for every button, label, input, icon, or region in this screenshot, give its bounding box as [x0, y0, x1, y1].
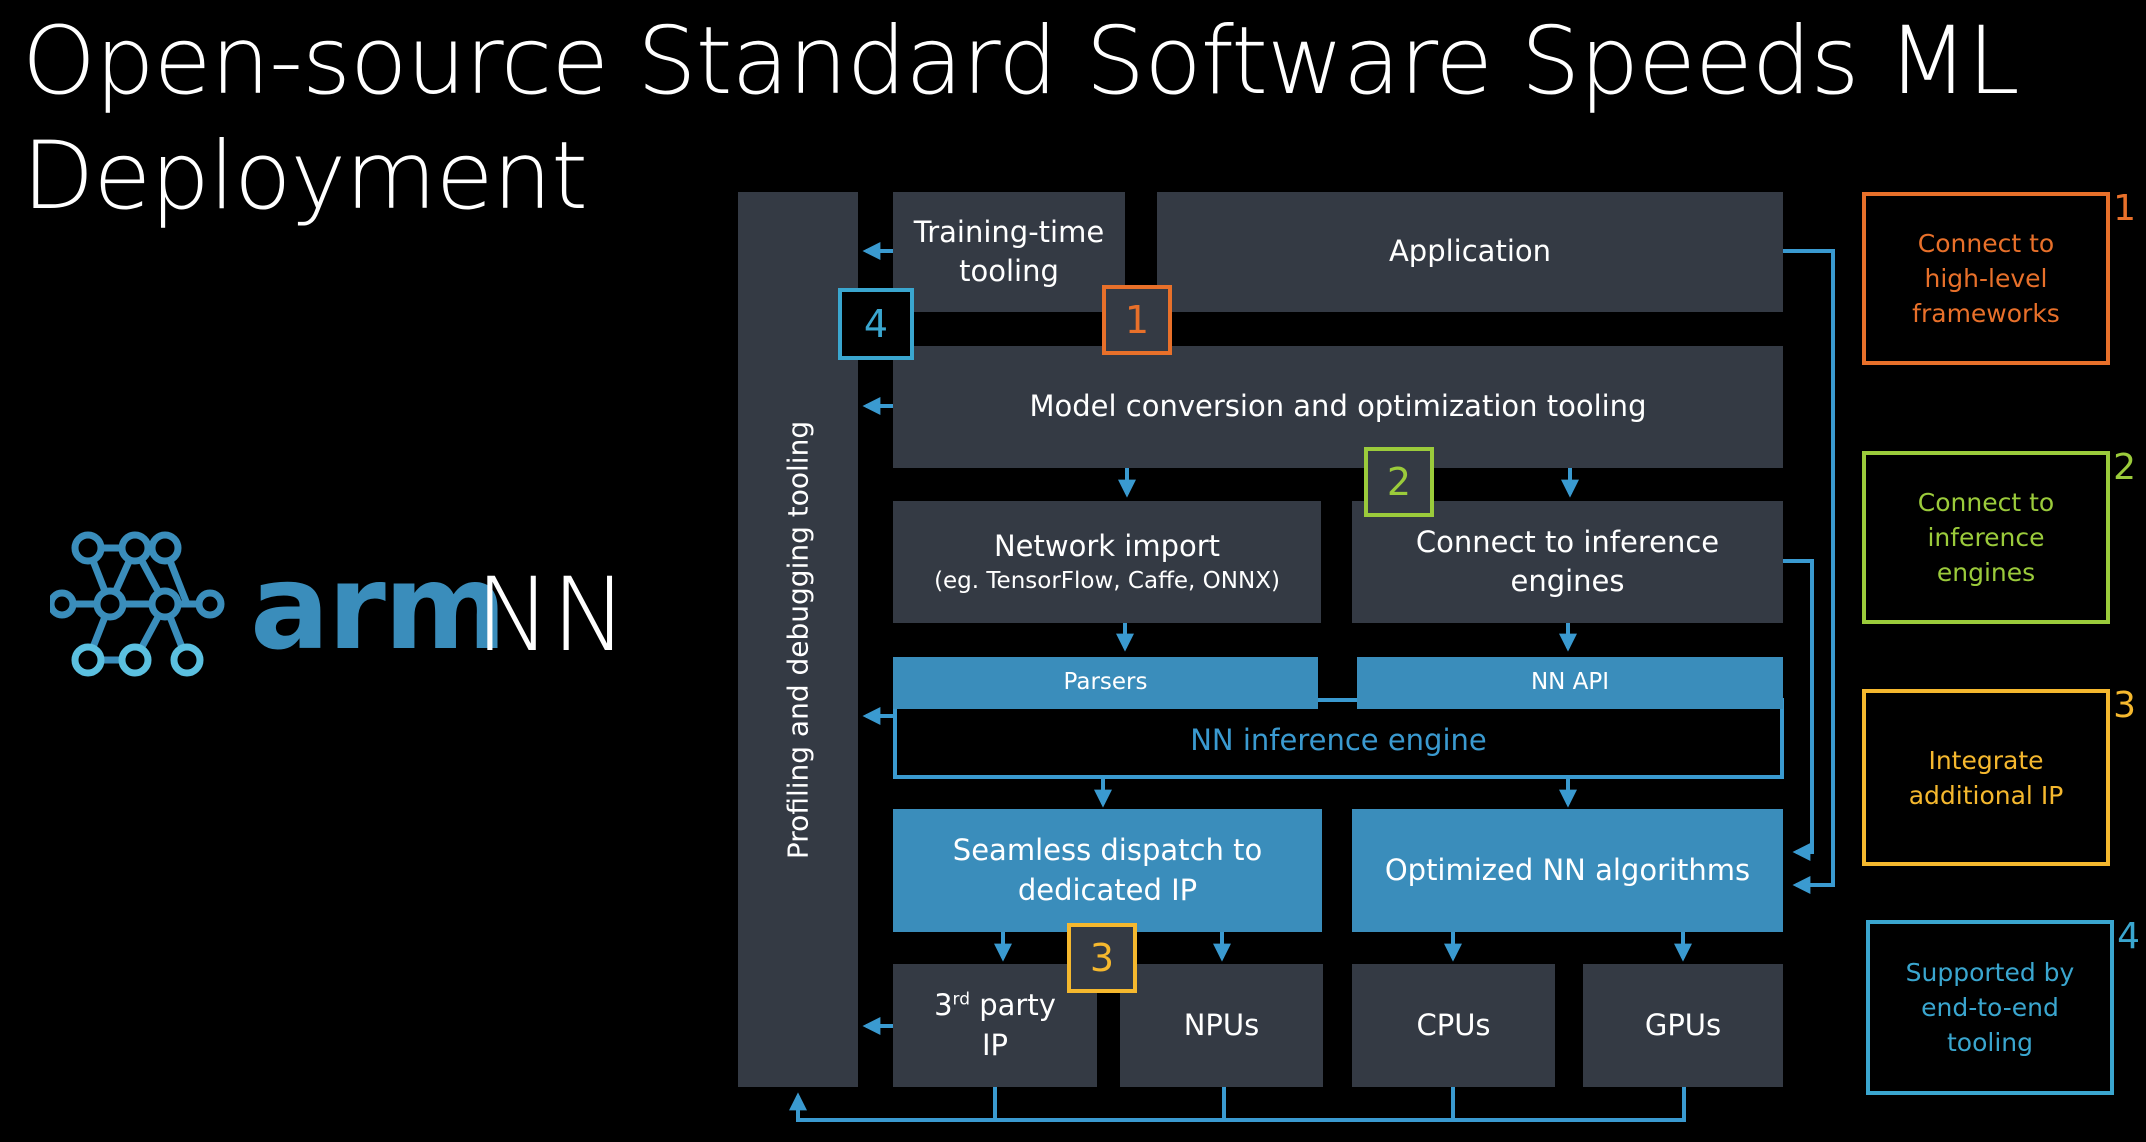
legend-1-number: 1 [2113, 188, 2136, 229]
slide-title: Open-source Standard Software Speeds ML … [22, 4, 2020, 234]
nn-api-box: NN API [1357, 657, 1783, 709]
legend-3: 3 Integrate additional IP [1862, 685, 2136, 866]
gpus-label: GPUs [1644, 1007, 1722, 1042]
slide-title-line2: Deployment [22, 122, 588, 231]
third-party-post: party [970, 988, 1056, 1023]
legend-2: 2 Connect to inference engines [1862, 447, 2136, 624]
legend-1: 1 Connect to high-level frameworks [1862, 188, 2136, 365]
third-party-pre: 3 [934, 988, 953, 1023]
npus-label: NPUs [1183, 1007, 1260, 1042]
legend-2-number: 2 [2113, 447, 2136, 488]
network-import-label: Network import [993, 528, 1221, 563]
training-label-line2: tooling [959, 254, 1059, 288]
connect-inference-line2: engines [1510, 564, 1625, 598]
profiling-label: Profiling and debugging tooling [781, 420, 815, 859]
third-party-ip-box: 3rd party IP [893, 964, 1097, 1087]
legend-4: 4 Supported by end-to-end tooling [1866, 916, 2140, 1095]
application-box: Application [1157, 192, 1783, 312]
nn-api-label: NN API [1530, 669, 1610, 696]
seamless-dispatch-box: Seamless dispatch to dedicated IP [893, 809, 1322, 932]
npus-box: NPUs [1120, 964, 1323, 1087]
parsers-box: Parsers [893, 657, 1318, 709]
optimized-algorithms-label: Optimized NN algorithms [1384, 852, 1751, 887]
seamless-dispatch-line1: Seamless dispatch to [952, 833, 1263, 868]
marker-4: 4 [838, 288, 914, 360]
logo-arm-text: arm [250, 538, 507, 676]
marker-3: 3 [1067, 923, 1137, 993]
connect-inference-line1: Connect to inference [1415, 524, 1720, 559]
legend-3-number: 3 [2113, 685, 2136, 726]
network-import-box: Network import (eg. TensorFlow, Caffe, O… [893, 501, 1321, 623]
cpus-label: CPUs [1416, 1007, 1491, 1042]
model-conversion-box: Model conversion and optimization toolin… [893, 346, 1783, 468]
marker-2: 2 [1364, 447, 1434, 517]
legend-4-number: 4 [2117, 916, 2140, 957]
third-party-line2: IP [981, 1027, 1009, 1062]
nn-inference-engine-label: NN inference engine [1190, 722, 1487, 757]
cpus-box: CPUs [1352, 964, 1555, 1087]
gpus-box: GPUs [1583, 964, 1783, 1087]
marker-1: 1 [1102, 285, 1172, 355]
connect-inference-box: Connect to inference engines [1352, 501, 1783, 623]
arm-nn-logo-icon [50, 531, 225, 677]
model-conversion-label: Model conversion and optimization toolin… [1029, 389, 1647, 424]
logo-nn-text: NN [475, 556, 628, 675]
optimized-algorithms-box: Optimized NN algorithms [1352, 809, 1783, 932]
seamless-dispatch-line2: dedicated IP [1017, 872, 1198, 907]
nn-inference-engine: NN inference engine [895, 712, 1782, 767]
training-label-line1: Training-time [913, 214, 1105, 249]
training-time-tooling-box: Training-time tooling [893, 192, 1125, 312]
third-party-sup: rd [952, 989, 971, 1010]
slide-title-line1: Open-source Standard Software Speeds ML [22, 7, 2020, 116]
network-import-sublabel: (eg. TensorFlow, Caffe, ONNX) [934, 568, 1280, 595]
parsers-label: Parsers [1063, 669, 1148, 696]
application-label: Application [1388, 234, 1552, 269]
